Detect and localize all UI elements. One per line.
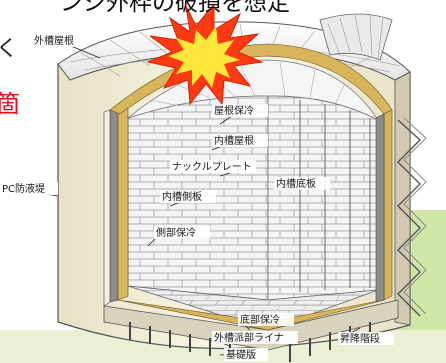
exterior-stairs (397, 117, 427, 317)
svg-text:屋根保冷: 屋根保冷 (214, 104, 254, 117)
inner-support-columns (299, 100, 371, 292)
svg-text:内槽側板: 内槽側板 (162, 190, 202, 203)
explosion-burst-icon (146, 2, 264, 106)
foundation-plate-label: 基礎版 (224, 348, 268, 361)
wall-cross-section-right (375, 109, 393, 303)
knuckle-plate-label: ナックルプレート (170, 160, 256, 173)
caption-side-dark-text: く (0, 37, 18, 62)
roof-insulation-label: 屋根保冷 (212, 104, 268, 117)
svg-text:内槽屋根: 内槽屋根 (214, 134, 254, 147)
stairs-label: 昇降階段 (338, 332, 394, 345)
svg-text:底部保冷: 底部保冷 (240, 313, 280, 326)
wall-cross-section-left (103, 43, 393, 307)
caption-side-red-text: 箇 (0, 90, 20, 118)
bottom-insulation-label: 底部保冷 (238, 313, 294, 326)
caption-top-text: ンジ外枠の破損を想定 (60, 0, 290, 16)
inner-side-plate-label: 内槽側板 (160, 190, 216, 203)
outer-roof-label: 外槽屋根 (32, 34, 88, 47)
svg-text:内槽底板: 内槽底板 (276, 177, 316, 190)
side-insulation-label: 側部保冷 (154, 226, 210, 239)
pc-dike-label: PC防液堤 (0, 182, 58, 195)
inner-roof-label: 内槽屋根 (212, 134, 268, 147)
svg-text:ナックルプレート: ナックルプレート (172, 161, 252, 173)
svg-text:基礎版: 基礎版 (226, 348, 256, 361)
svg-text:昇降階段: 昇降階段 (340, 332, 380, 345)
svg-text:PC防液堤: PC防液堤 (2, 182, 45, 195)
svg-text:外槽派部ライナ: 外槽派部ライナ (214, 331, 284, 344)
svg-text:外槽屋根: 外槽屋根 (34, 34, 74, 47)
svg-text:側部保冷: 側部保冷 (156, 226, 196, 239)
inner-bottom-plate-label: 内槽底板 (274, 177, 330, 190)
outer-side-liner-label: 外槽派部ライナ (212, 331, 298, 344)
